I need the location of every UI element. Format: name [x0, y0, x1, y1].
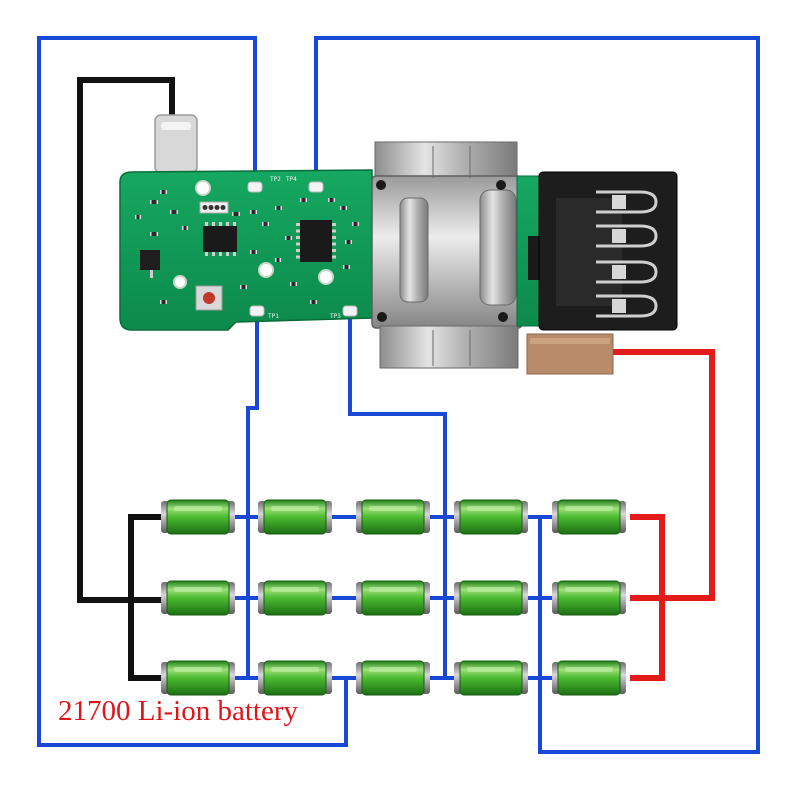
- pad-label-tp1: TP1: [268, 313, 279, 320]
- positive-wire: [610, 349, 715, 601]
- balance-pad: [247, 181, 263, 193]
- bms-chip: [300, 220, 332, 262]
- mounting-hole: [195, 180, 211, 196]
- pad-label-tp2: TP2: [270, 176, 281, 183]
- screw: [377, 312, 387, 322]
- mounting-hole: [318, 269, 334, 285]
- battery-pack: [161, 499, 626, 696]
- balance-wire-outer-left: [37, 36, 348, 747]
- bms-chip: [203, 226, 237, 252]
- battery-cell: [161, 580, 235, 616]
- pin-header: [199, 201, 229, 214]
- battery-cell: [356, 580, 430, 616]
- pad-label-tp4: TP4: [286, 176, 297, 183]
- metal-terminal-bracket: [371, 141, 523, 369]
- balance-pad: [308, 181, 324, 193]
- pcb-board: [119, 169, 373, 331]
- battery-cell: [356, 660, 430, 696]
- chip-pins: [205, 222, 336, 259]
- battery-cell: [258, 499, 332, 535]
- balance-wire-tp-right: [348, 312, 447, 678]
- mounting-hole: [173, 275, 187, 289]
- balance-pad: [342, 305, 358, 317]
- balance-wire-tp-left: [246, 312, 259, 517]
- battery-cell: [161, 499, 235, 535]
- battery-cell: [552, 660, 626, 696]
- balance-pad: [249, 305, 265, 317]
- bms-pcb: TP2 TP4 TP1 TP3: [119, 114, 373, 331]
- battery-cell: [161, 660, 235, 696]
- screw: [498, 312, 508, 322]
- wires: [37, 36, 760, 754]
- battery-cell: [454, 580, 528, 616]
- mounting-hole: [258, 262, 274, 278]
- screw: [376, 180, 386, 190]
- pad-label-tp3: TP3: [330, 313, 341, 320]
- transistor: [140, 250, 160, 270]
- positive-bus: [630, 514, 665, 681]
- battery-cell: [258, 660, 332, 696]
- battery-cell: [258, 580, 332, 616]
- screw: [496, 180, 506, 190]
- battery-cell: [454, 499, 528, 535]
- battery-cell: [454, 660, 528, 696]
- negative-bus: [128, 514, 163, 681]
- output-pcb: [516, 171, 678, 331]
- smd-components: [135, 190, 359, 304]
- battery-cell: [552, 499, 626, 535]
- negative-wire: [77, 77, 175, 603]
- battery-caption: 21700 Li-ion battery: [58, 695, 299, 727]
- battery-cell: [356, 499, 430, 535]
- balance-wire-outer-right: [314, 36, 760, 754]
- output-contacts: [596, 190, 658, 318]
- battery-cell: [552, 580, 626, 616]
